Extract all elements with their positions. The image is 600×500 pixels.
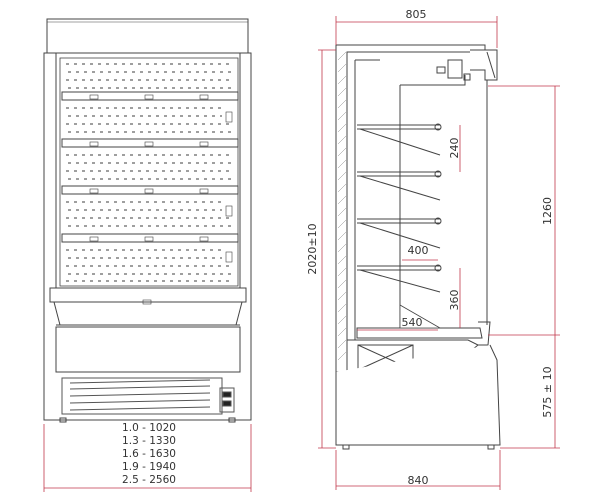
dim-bottom-depth: 840 xyxy=(408,474,429,487)
dim-base-height: 575 ± 10 xyxy=(541,366,554,417)
front-back-panel xyxy=(59,57,239,287)
front-vent-grille xyxy=(61,377,235,415)
dim-display-height: 1260 xyxy=(541,197,554,225)
front-lower-panel xyxy=(55,326,241,373)
width-table-row: 1.9 - 1940 xyxy=(122,461,176,473)
front-body xyxy=(43,52,252,421)
width-table-row: 1.6 - 1630 xyxy=(122,448,176,460)
dim-overall-height: 2020±10 xyxy=(306,223,319,274)
front-width-table: 1.0 - 1020 1.3 - 1330 1.6 - 1630 1.9 - 1… xyxy=(122,422,176,486)
side-dimensions xyxy=(318,16,560,490)
front-canopy xyxy=(46,18,249,54)
side-canopy xyxy=(470,49,498,81)
front-view xyxy=(43,18,252,423)
width-table-row: 2.5 - 2560 xyxy=(122,474,176,486)
front-shelves xyxy=(61,91,239,263)
side-view xyxy=(335,44,501,450)
dim-top-depth: 805 xyxy=(406,8,427,21)
width-table-row: 1.3 - 1330 xyxy=(122,435,176,447)
side-base-deck xyxy=(356,327,483,339)
front-width-dimension xyxy=(43,424,252,492)
width-table-row: 1.0 - 1020 xyxy=(122,422,176,434)
dim-lower-spacing: 360 xyxy=(448,290,461,311)
dim-base-depth: 540 xyxy=(402,316,423,329)
side-shelves xyxy=(357,123,442,293)
dim-shelf-spacing: 240 xyxy=(448,138,461,159)
dim-shelf-depth: 400 xyxy=(408,244,429,257)
front-perforation xyxy=(66,63,234,282)
